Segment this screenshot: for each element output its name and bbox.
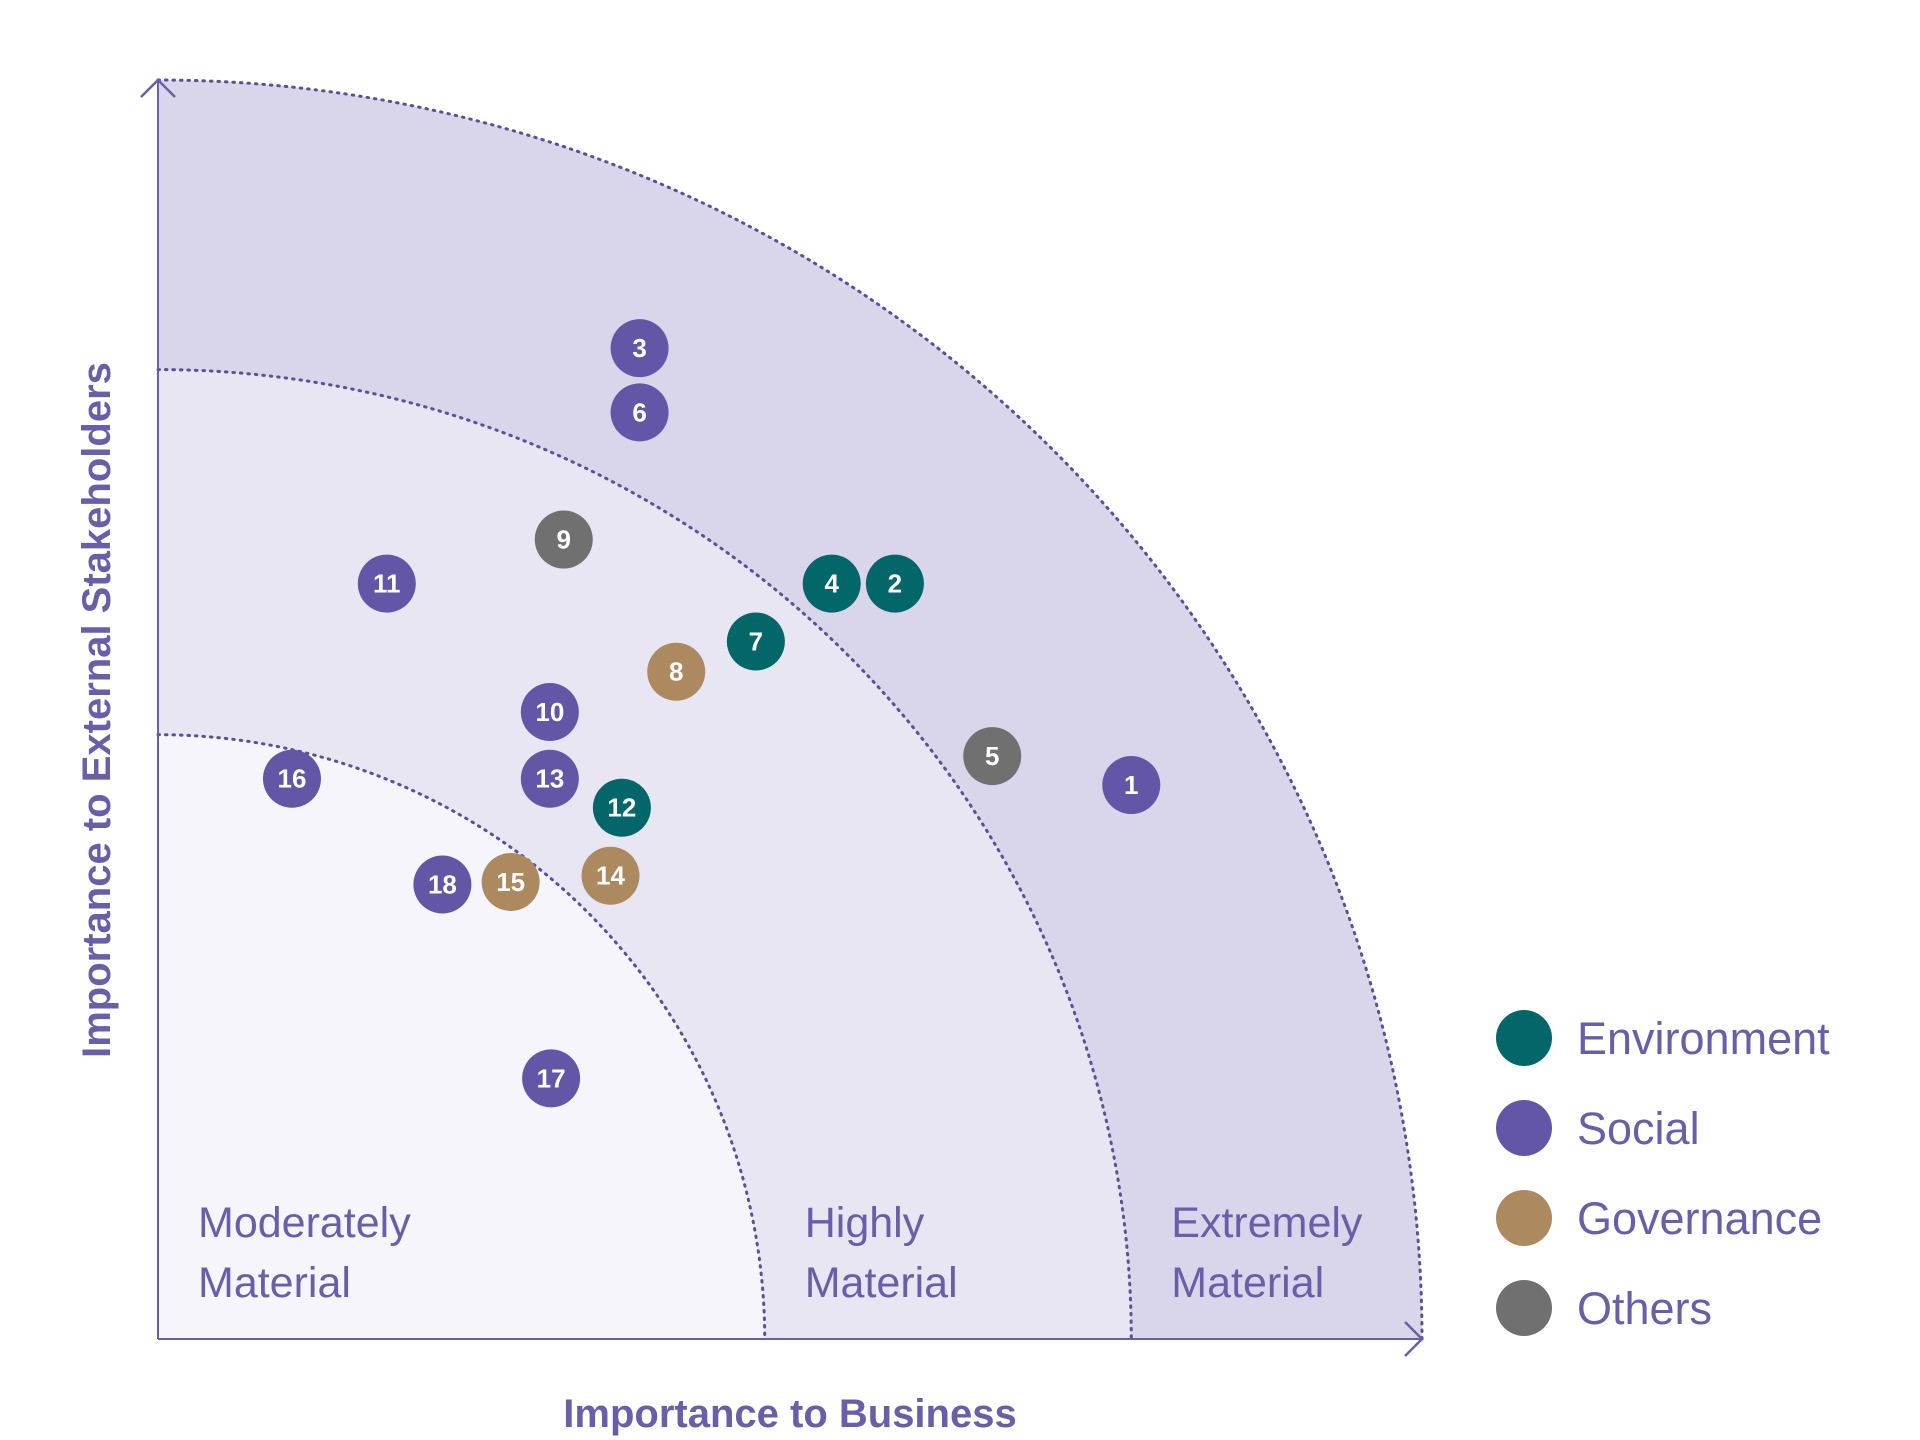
point-7 xyxy=(726,612,785,671)
point-5 xyxy=(963,727,1022,786)
point-13 xyxy=(520,749,579,808)
legend-label-social: Social xyxy=(1577,1103,1700,1154)
y-axis-label: Importance to External Stakeholders xyxy=(75,362,119,1058)
point-1 xyxy=(1102,756,1161,815)
legend-marker-others xyxy=(1496,1280,1552,1336)
zone-boundary-2 xyxy=(156,368,1133,1341)
point-label-4: 4 xyxy=(824,569,839,599)
x-axis-label: Importance to Business xyxy=(563,1392,1016,1436)
legend-label-governance: Governance xyxy=(1577,1193,1822,1244)
point-11 xyxy=(357,554,416,613)
point-label-12: 12 xyxy=(607,793,636,823)
zone-label-1-line2: Material xyxy=(198,1259,351,1307)
zone-boundary-3 xyxy=(156,78,1424,1341)
point-label-16: 16 xyxy=(278,764,307,794)
zone-label-2-line2: Material xyxy=(805,1259,958,1307)
point-label-8: 8 xyxy=(669,657,683,687)
point-label-15: 15 xyxy=(496,867,525,897)
point-6 xyxy=(610,383,669,442)
legend-marker-governance xyxy=(1496,1190,1552,1246)
point-14 xyxy=(581,846,640,905)
y-axis-arrow-icon xyxy=(140,78,176,98)
zone-label-3-line2: Material xyxy=(1171,1259,1324,1307)
point-label-6: 6 xyxy=(632,397,646,427)
point-label-3: 3 xyxy=(632,333,646,363)
point-label-10: 10 xyxy=(535,697,564,727)
axes xyxy=(140,78,1424,1357)
zone-label-1-line1: Moderately xyxy=(198,1199,411,1247)
point-8 xyxy=(647,642,706,701)
point-label-13: 13 xyxy=(535,764,564,794)
point-4 xyxy=(802,554,861,613)
point-10 xyxy=(520,683,579,742)
point-label-17: 17 xyxy=(537,1063,566,1093)
materiality-zones xyxy=(156,78,1424,1341)
point-9 xyxy=(534,510,593,569)
point-label-18: 18 xyxy=(428,870,457,900)
point-label-1: 1 xyxy=(1124,770,1138,800)
zone-area-1 xyxy=(158,734,765,1339)
legend-marker-environment xyxy=(1496,1010,1552,1066)
legend-label-environment: Environment xyxy=(1577,1013,1830,1064)
point-label-7: 7 xyxy=(749,627,763,657)
point-15 xyxy=(481,852,540,911)
point-label-9: 9 xyxy=(557,525,571,555)
point-17 xyxy=(522,1049,581,1108)
point-label-2: 2 xyxy=(888,569,902,599)
legend-label-others: Others xyxy=(1577,1283,1712,1334)
point-label-5: 5 xyxy=(985,741,999,771)
legend-marker-social xyxy=(1496,1100,1552,1156)
point-12 xyxy=(592,778,651,837)
x-axis-arrow-icon xyxy=(1404,1321,1424,1357)
point-18 xyxy=(413,855,472,914)
zone-label-3-line1: Extremely xyxy=(1171,1199,1363,1247)
point-2 xyxy=(865,554,924,613)
zone-label-2-line1: Highly xyxy=(805,1199,925,1247)
point-16 xyxy=(262,749,321,808)
point-3 xyxy=(610,319,669,378)
point-label-14: 14 xyxy=(596,861,625,891)
point-label-11: 11 xyxy=(373,569,401,599)
